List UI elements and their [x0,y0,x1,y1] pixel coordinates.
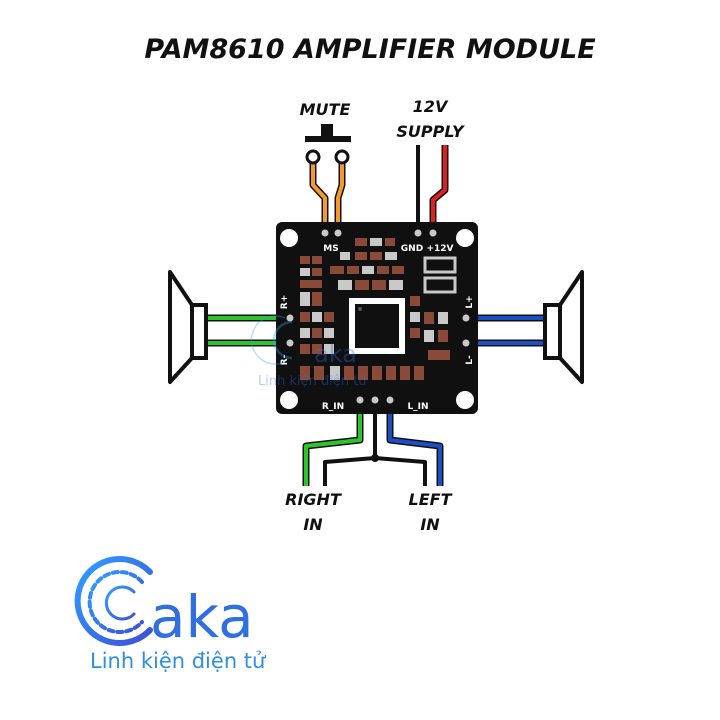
pcb-label-gnd: GND [401,244,423,254]
supply-label-line1: 12V [413,97,449,116]
pcb-label-12v: +12V [426,244,453,254]
brand-logo: aka Linh kiện điện tử [74,556,267,673]
right-in-wire [304,400,362,486]
mute-switch-bar [305,136,351,142]
pcb-label-r-in: R_IN [322,402,344,412]
pin-r-minus [286,339,294,347]
pcb-label-l-in: L_IN [407,402,428,412]
pin-l-plus [462,314,470,322]
pin-r-in [356,396,364,404]
supply-wire [431,145,447,232]
logo-arc-outer [74,556,153,646]
pin-ms-2 [334,229,342,237]
right-in-label-line1: RIGHT [285,490,342,509]
left-in-label-line1: LEFT [409,490,453,509]
left-speaker-icon [543,270,584,384]
brand-tagline: Linh kiện điện tử [90,649,267,673]
left-in-label-line2: IN [420,515,440,534]
mute-switch-contact-right [334,149,350,165]
mute-wire-left [311,160,327,232]
logo-arc-core [104,585,136,621]
pcb-label-r-minus: R- [280,354,290,365]
watermark-small-tagline: Linh kiện điện tử [258,374,367,389]
right-in-label-line2: IN [303,515,323,534]
logo-arc-inner [87,570,144,634]
pin-in-gnd [371,396,379,404]
mute-wire-right [336,160,344,232]
mount-hole-bl [280,391,298,409]
pcb-label-ms: MS [323,244,338,254]
smd-components-bottom [300,366,424,380]
diagram-title: PAM8610 AMPLIFIER MODULE [144,34,596,65]
pin-l-minus [462,339,470,347]
watermark-small-brand: aka [314,340,357,368]
pcb-label-l-plus: L+ [465,295,475,308]
pcb-label-l-minus: L- [465,355,475,365]
mount-hole-br [456,391,474,409]
pcb-label-r-plus: R+ [280,295,290,309]
pcb-board: MS GND +12V R+ R- L+ L- R_IN L_IN [276,222,478,414]
mute-switch [305,124,351,165]
supply-label-line2: SUPPLY [396,122,465,141]
mount-hole-tr [456,229,474,247]
brand-name: aka [150,583,254,651]
pin-gnd [414,229,422,237]
pin-12v [429,229,437,237]
left-in-wire [388,400,442,486]
smd-components-right [410,256,457,360]
pin-r-plus [286,314,294,322]
watermark-small: aka Linh kiện điện tử [250,315,367,389]
ground-junction [371,454,379,462]
mute-label: MUTE [300,100,351,119]
pin-l-in [386,396,394,404]
mute-switch-contact-left [305,149,321,165]
pin-ms-1 [321,229,329,237]
mount-hole-tl [280,229,298,247]
smd-components-top [330,238,404,290]
smd-components-left [300,256,334,354]
right-speaker-icon [168,270,208,384]
wires [205,145,545,486]
pam8610-chip [349,298,405,354]
